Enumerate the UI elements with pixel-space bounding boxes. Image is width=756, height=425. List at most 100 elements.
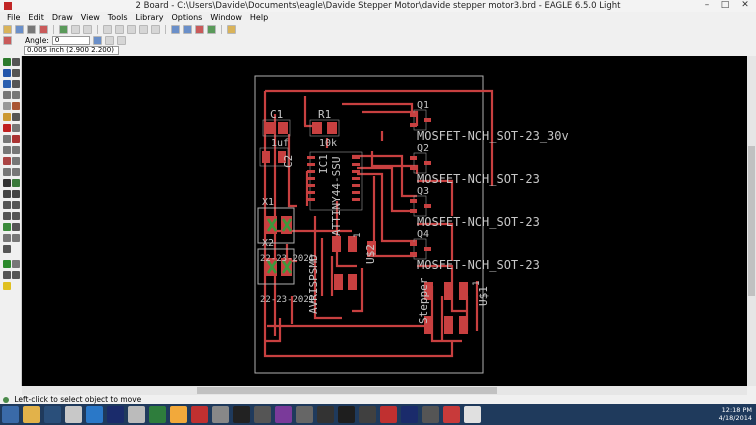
redo-icon[interactable] [183, 25, 192, 34]
polygon-icon[interactable] [12, 212, 20, 220]
start-icon[interactable] [2, 406, 19, 423]
stop-icon[interactable] [195, 25, 204, 34]
eagle-taskbar-icon[interactable] [443, 406, 460, 423]
vertical-scrollbar[interactable] [747, 56, 756, 386]
value-icon[interactable] [12, 146, 20, 154]
chrome-icon[interactable] [65, 406, 82, 423]
signal-icon[interactable] [12, 223, 20, 231]
split-icon[interactable] [3, 168, 11, 176]
menu-library[interactable]: Library [135, 13, 164, 22]
show-icon[interactable] [12, 58, 20, 66]
angle-input[interactable]: 0 [51, 36, 90, 45]
mirror-icon[interactable] [104, 36, 114, 45]
board-canvas[interactable]: C1 1uf C2 R1 10k IC1 ATTINY44-SSU X1 X2 … [22, 56, 747, 386]
monitor-icon[interactable] [86, 406, 103, 423]
help-icon[interactable] [227, 25, 236, 34]
attribute-icon[interactable] [12, 234, 20, 242]
display-icon[interactable] [3, 69, 11, 77]
autorouter-icon[interactable] [12, 260, 20, 268]
rotate-icon[interactable] [92, 36, 102, 45]
redraw-icon[interactable] [151, 25, 160, 34]
paint-icon[interactable] [464, 406, 481, 423]
arduino-icon[interactable] [359, 406, 376, 423]
cut-icon[interactable] [12, 113, 20, 121]
ripup-icon[interactable] [12, 179, 20, 187]
paste-icon[interactable] [3, 113, 11, 121]
open-icon[interactable] [3, 25, 12, 34]
rotate-tool-icon[interactable] [12, 91, 20, 99]
tools-icon[interactable] [254, 406, 271, 423]
menu-options[interactable]: Options [171, 13, 203, 22]
text-icon[interactable] [12, 190, 20, 198]
name-icon[interactable] [3, 146, 11, 154]
menu-help[interactable]: Help [249, 13, 269, 22]
clock-date[interactable]: 4/18/2014 [718, 414, 752, 422]
wire-icon[interactable] [3, 190, 11, 198]
smiley-icon[interactable] [170, 406, 187, 423]
terminal-icon[interactable] [338, 406, 355, 423]
photoshop-icon[interactable] [107, 406, 124, 423]
layer-select-icon[interactable] [3, 36, 12, 45]
script-icon[interactable] [71, 25, 80, 34]
move-icon[interactable] [3, 80, 11, 88]
minimize-button[interactable]: – [704, 0, 710, 10]
arc-icon[interactable] [12, 201, 20, 209]
vertical-scroll-thumb[interactable] [748, 146, 755, 296]
menu-draw[interactable]: Draw [51, 13, 73, 22]
zoom-fit-icon[interactable] [103, 25, 112, 34]
inkscape-icon[interactable] [296, 406, 313, 423]
undo-icon[interactable] [171, 25, 180, 34]
close-button[interactable]: ✕ [741, 0, 749, 10]
miter-icon[interactable] [12, 157, 20, 165]
zoom-select-icon[interactable] [139, 25, 148, 34]
menu-window[interactable]: Window [210, 13, 242, 22]
warning-icon[interactable] [3, 282, 11, 290]
save-icon[interactable] [15, 25, 24, 34]
settings-icon[interactable] [128, 406, 145, 423]
menu-tools[interactable]: Tools [107, 13, 128, 22]
camera-icon[interactable] [317, 406, 334, 423]
ulp-icon[interactable] [83, 25, 92, 34]
replace-icon[interactable] [3, 135, 11, 143]
pdf-icon[interactable] [191, 406, 208, 423]
change-icon[interactable] [12, 102, 20, 110]
photoshop2-icon[interactable] [401, 406, 418, 423]
dimension-icon[interactable] [3, 245, 11, 253]
smash-icon[interactable] [3, 157, 11, 165]
schematic-icon[interactable] [59, 25, 68, 34]
menu-view[interactable]: View [80, 13, 100, 22]
go-icon[interactable] [207, 25, 216, 34]
print-icon[interactable] [27, 25, 36, 34]
excel-icon[interactable] [149, 406, 166, 423]
group-icon[interactable] [3, 102, 11, 110]
via-icon[interactable] [3, 223, 11, 231]
mirror-tool-icon[interactable] [3, 91, 11, 99]
horizontal-scrollbar[interactable] [22, 386, 747, 395]
route-icon[interactable] [3, 179, 11, 187]
file-explorer-icon[interactable] [23, 406, 40, 423]
network-icon[interactable] [275, 406, 292, 423]
zoom-out-icon[interactable] [127, 25, 136, 34]
home-icon[interactable] [44, 406, 61, 423]
clock-time[interactable]: 12:18 PM [721, 406, 752, 414]
gear-app-icon[interactable] [422, 406, 439, 423]
cube-icon[interactable] [380, 406, 397, 423]
ratsnest-icon[interactable] [3, 260, 11, 268]
copy-icon[interactable] [12, 80, 20, 88]
cam-processor-icon[interactable] [39, 25, 48, 34]
app-icon[interactable] [212, 406, 229, 423]
circle-icon[interactable] [3, 201, 11, 209]
lock-icon[interactable] [12, 135, 20, 143]
drc-icon[interactable] [3, 271, 11, 279]
mark-icon[interactable] [12, 69, 20, 77]
maximize-button[interactable]: □ [720, 0, 730, 10]
delete-icon[interactable] [3, 124, 11, 132]
zoom-in-icon[interactable] [115, 25, 124, 34]
horizontal-scroll-thumb[interactable] [197, 387, 497, 394]
add-icon[interactable] [12, 124, 20, 132]
option-icon[interactable] [116, 36, 126, 45]
menu-file[interactable]: File [7, 13, 21, 22]
optimize-icon[interactable] [12, 168, 20, 176]
record-icon[interactable] [233, 406, 250, 423]
info-icon[interactable] [3, 58, 11, 66]
